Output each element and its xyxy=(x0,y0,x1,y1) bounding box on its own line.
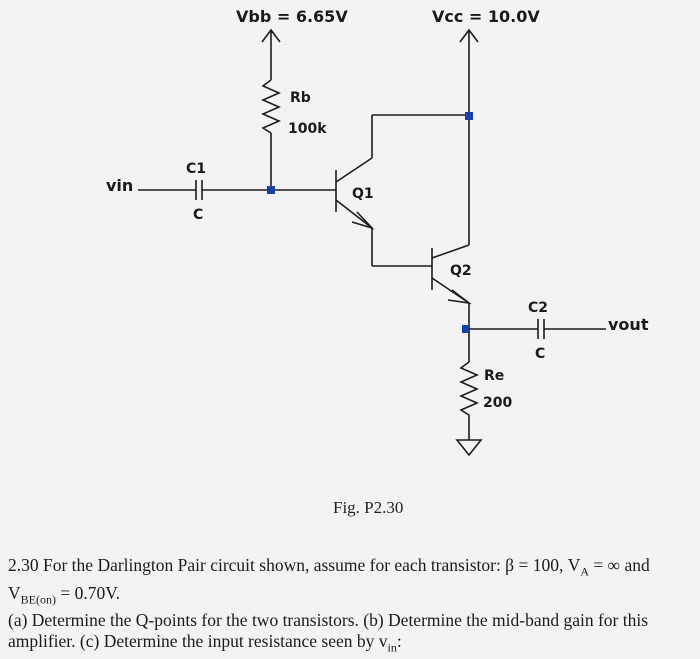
re-name: Re xyxy=(484,368,504,384)
c1-value: C xyxy=(193,207,203,223)
problem-line-2: VBE(on) = 0.70V. xyxy=(8,582,120,607)
q2-label: Q2 xyxy=(450,263,472,279)
vcc-supply-arrow xyxy=(459,28,479,115)
vout-label: vout xyxy=(608,315,649,334)
node-emitter-q2 xyxy=(462,325,470,333)
rb-name: Rb xyxy=(290,90,311,106)
c1-capacitor xyxy=(195,180,203,200)
re-value: 200 xyxy=(483,395,512,411)
problem-statement: 2.30 For the Darlington Pair circuit sho… xyxy=(8,555,694,659)
node-base-q1 xyxy=(267,186,275,194)
figure-caption: Fig. P2.30 xyxy=(333,498,404,517)
ground-symbol xyxy=(455,439,483,457)
problem-part-c: amplifier. (c) Determine the input resis… xyxy=(8,631,402,655)
q1-transistor xyxy=(335,115,432,267)
problem-line-1: 2.30 For the Darlington Pair circuit sho… xyxy=(8,555,650,579)
problem-part-a: (a) Determine the Q-points for the two t… xyxy=(8,610,649,630)
vbb-supply-arrow xyxy=(261,28,281,80)
vin-label: vin xyxy=(106,176,133,195)
c2-value: C xyxy=(535,346,545,362)
c2-capacitor xyxy=(537,319,545,339)
c2-name: C2 xyxy=(528,300,548,316)
vcc-label: Vcc = 10.0V xyxy=(432,7,540,26)
q1-label: Q1 xyxy=(352,186,374,202)
vbb-label: Vbb = 6.65V xyxy=(236,7,348,26)
node-collector xyxy=(465,112,473,120)
rb-value: 100k xyxy=(288,121,327,137)
rb-resistor xyxy=(261,79,281,134)
c1-name: C1 xyxy=(186,161,206,177)
circuit-schematic: Vbb = 6.65V Vcc = 10.0V Rb 100k vin C1 C… xyxy=(106,7,649,457)
re-resistor xyxy=(459,361,479,416)
